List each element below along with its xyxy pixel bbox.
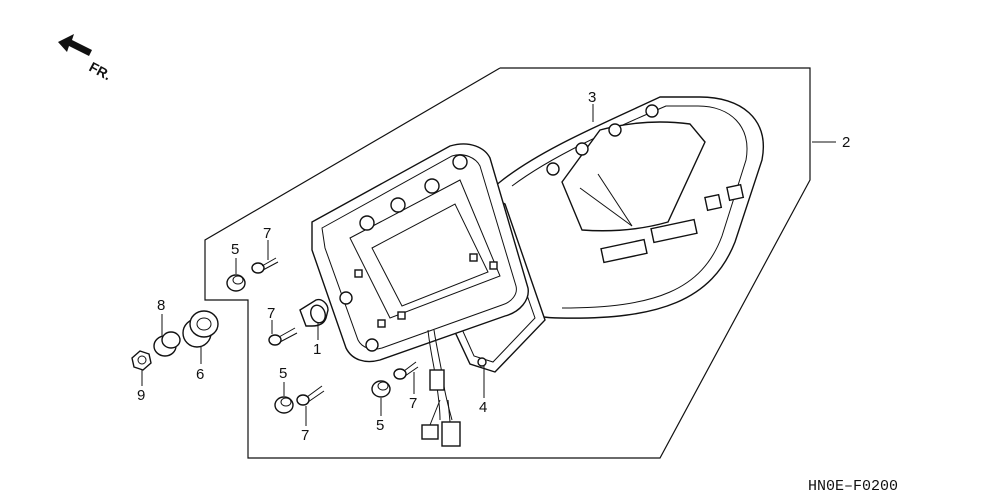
meter-case — [469, 96, 764, 319]
front-direction-arrow-icon — [58, 34, 92, 56]
rubber-mount — [182, 310, 219, 348]
wire-harness — [421, 329, 461, 447]
callout-5c: 5 — [376, 417, 384, 434]
front-direction-label: FR. — [87, 59, 114, 84]
callout-4: 4 — [479, 399, 487, 416]
callout-8: 8 — [157, 297, 165, 314]
screw — [296, 385, 325, 406]
callout-3: 3 — [588, 89, 596, 106]
screw — [251, 257, 279, 274]
collar — [153, 331, 181, 357]
callout-2: 2 — [842, 134, 850, 151]
callout-9: 9 — [137, 387, 145, 404]
callout-5b: 5 — [279, 365, 287, 382]
grommet — [371, 380, 391, 398]
screw — [268, 327, 298, 346]
callout-5a: 5 — [231, 241, 239, 258]
callout-7b: 7 — [267, 305, 275, 322]
nut — [131, 350, 152, 371]
callout-7a: 7 — [263, 225, 271, 242]
diagram-reference-code: HN0E–F0200 — [808, 478, 898, 495]
callout-7d: 7 — [409, 395, 417, 412]
callout-6: 6 — [196, 366, 204, 383]
assembly-boundary-outline — [204, 67, 811, 459]
grommet — [226, 274, 246, 292]
meter-housing — [311, 143, 529, 363]
callout-7c: 7 — [301, 427, 309, 444]
bulb-socket — [299, 298, 329, 327]
screw — [393, 361, 419, 380]
callout-1: 1 — [313, 341, 321, 358]
grommet — [274, 396, 294, 414]
